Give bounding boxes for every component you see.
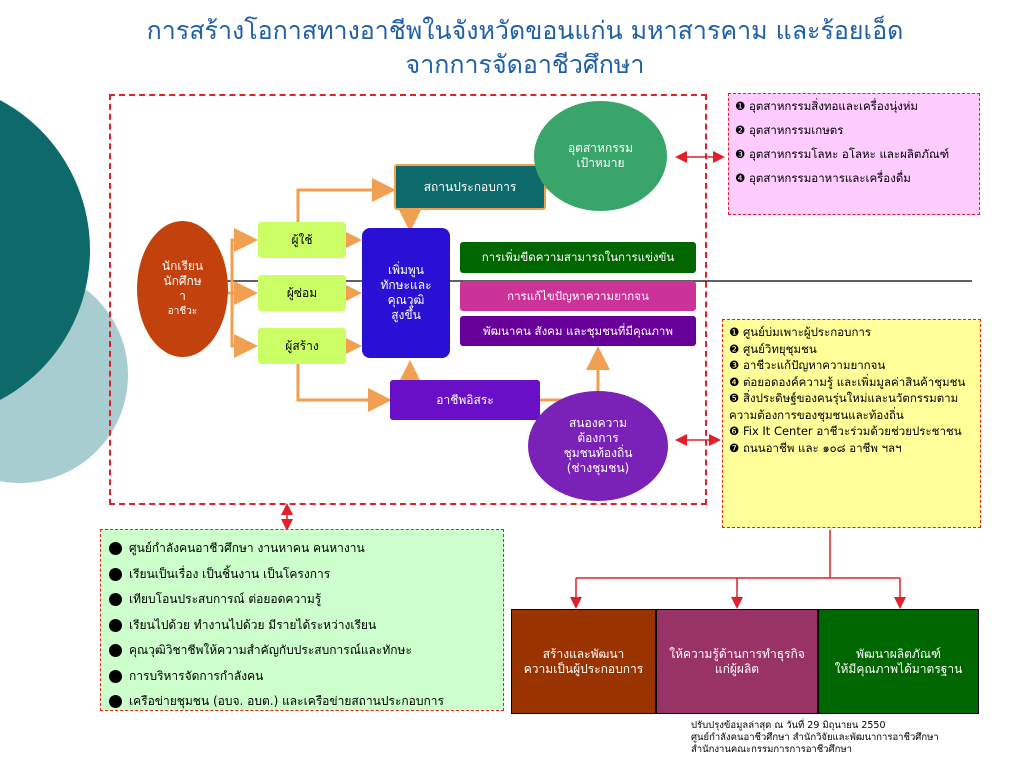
list-item: ❹ ต่อยอดองค์ความรู้ และเพิ่มมูลค่าสินค้า… — [729, 374, 966, 389]
entrepreneur-label-1: สร้างและพัฒนา — [542, 646, 625, 661]
footer-note: ปรับปรุงข้อมูลล่าสุด ณ วันที่ 29 มิถุนาย… — [691, 720, 1011, 756]
develop-people-label: พัฒนาคน สังคม และชุมชนที่มีคุณภาพ — [483, 323, 673, 338]
list-item: ❺ สิ่งประดิษฐ์ของคนรุ่นใหม่และนวัตกรรมตา… — [729, 391, 959, 422]
product-label-1: พัฒนาผลิตภัณฑ์ — [856, 646, 941, 661]
community-label-3: ชุมชนท้องถิ่น — [563, 446, 633, 460]
skills-label-1: เพิ่มพูน — [387, 263, 425, 277]
user-box: ผู้ใช้ — [258, 222, 346, 258]
student-label-4: อาชีวะ — [167, 306, 198, 317]
industry-list-box: ❶ อุตสาหกรรมสิ่งทอและเครื่องนุ่งห่ม ❷ อุ… — [728, 93, 980, 215]
list-item: เรียนไปด้วย ทำงานไปด้วย มีรายได้ระหว่างเ… — [109, 613, 495, 639]
product-development-box: พัฒนาผลิตภัณฑ์ ให้มีคุณภาพได้มาตรฐาน — [818, 609, 979, 714]
repairer-label: ผู้ซ่อม — [286, 285, 318, 300]
list-item: ❹ อุตสาหกรรมอาหารและเครื่องดื่ม — [735, 171, 911, 185]
skills-label-2: ทักษะและ — [380, 278, 432, 292]
skills-label-4: สูงขึ้น — [391, 308, 421, 322]
bullet-icon — [109, 567, 122, 581]
community-label-1: สนองความ — [568, 416, 627, 430]
list-item: ❷ อุตสาหกรรมเกษตร — [735, 123, 844, 137]
bullet-icon — [109, 669, 122, 683]
user-label: ผู้ใช้ — [291, 232, 313, 247]
target-industry-node: อุตสาหกรรม เป้าหมาย — [534, 101, 667, 211]
student-label-3: า — [179, 289, 186, 303]
list-item: ❼ ถนนอาชีพ และ ๑๐๘ อาชีพ ฯลฯ — [729, 440, 902, 455]
footer-line-3: สำนักงานคณะกรรมการการอาชีวศึกษา — [691, 744, 852, 755]
freelance-box: อาชีพอิสระ — [390, 380, 540, 420]
community-label-2: ต้องการ — [577, 431, 619, 445]
competitiveness-box: การเพิ่มขีดความสามารถในการแข่งขัน — [460, 242, 696, 273]
entrepreneur-label-2: ความเป็นผู้ประกอบการ — [523, 661, 644, 676]
workplace-label: สถานประกอบการ — [423, 179, 517, 194]
main-diagram-frame — [109, 94, 707, 505]
community-label-4: (ช่างชุมชน) — [566, 461, 630, 475]
list-item: ❸ อาชีวะแก้ปัญหาความยากจน — [729, 358, 886, 372]
bullet-icon — [109, 593, 122, 607]
center-list-box: ศูนย์กำลังคนอาชีวศึกษา งานหาคน คนหางาน เ… — [100, 529, 504, 711]
student-label-2: นักศึกษ — [163, 274, 202, 288]
target-industry-label-2: เป้าหมาย — [576, 156, 625, 170]
list-item: คุณวุฒิวิชาชีพให้ความสำคัญกับประสบการณ์แ… — [109, 638, 495, 664]
list-item: เครือข่ายชุมชน (อบจ. อบต.) และเครือข่ายส… — [109, 689, 495, 715]
list-item: ศูนย์กำลังคนอาชีวศึกษา งานหาคน คนหางาน — [109, 536, 495, 562]
list-item: ❷ ศูนย์วิทยุชุมชน — [729, 341, 817, 356]
student-label-1: นักเรียน — [161, 259, 204, 273]
title-line-1: การสร้างโอกาสทางอาชีพในจังหวัดขอนแก่น มห… — [146, 16, 904, 45]
competitiveness-label: การเพิ่มขีดความสามารถในการแข่งขัน — [481, 250, 675, 264]
list-item: ❻ Fix It Center อาชีวะร่วมด้วยช่วยประชาช… — [729, 424, 962, 438]
business-label-2: แก่ผู้ผลิต — [714, 661, 760, 676]
list-item: เทียบโอนประสบการณ์ ต่อยอดความรู้ — [109, 587, 495, 613]
student-node: นักเรียน นักศึกษ า อาชีวะ — [137, 221, 228, 357]
list-item: การบริหารจัดการกำลังคน — [109, 664, 495, 690]
list-item: เรียนเป็นเรื่อง เป็นชิ้นงาน เป็นโครงการ — [109, 562, 495, 588]
creator-label: ผู้สร้าง — [285, 338, 319, 353]
skills-label-3: คุณวุฒิ — [387, 293, 425, 307]
business-knowledge-box: ให้ความรู้ด้านการทำธุรกิจ แก่ผู้ผลิต — [656, 609, 818, 714]
repairer-box: ผู้ซ่อม — [258, 275, 346, 311]
creator-box: ผู้สร้าง — [258, 328, 346, 364]
footer-line-1: ปรับปรุงข้อมูลล่าสุด ณ วันที่ 29 มิถุนาย… — [691, 720, 886, 731]
page-title: การสร้างโอกาสทางอาชีพในจังหวัดขอนแก่น มห… — [60, 14, 990, 82]
target-industry-label-1: อุตสาหกรรม — [567, 141, 634, 155]
bullet-icon — [109, 695, 122, 709]
business-label-1: ให้ความรู้ด้านการทำธุรกิจ — [669, 646, 805, 661]
community-node: สนองความ ต้องการ ชุมชนท้องถิ่น (ช่างชุมช… — [528, 391, 668, 501]
poverty-box: การแก้ไขปัญหาความยากจน — [460, 281, 696, 311]
bullet-icon — [109, 542, 122, 556]
bullet-icon — [109, 618, 122, 632]
freelance-label: อาชีพอิสระ — [436, 392, 494, 407]
skills-node: เพิ่มพูน ทักษะและ คุณวุฒิ สูงขึ้น — [362, 228, 450, 358]
product-label-2: ให้มีคุณภาพได้มาตรฐาน — [834, 661, 963, 676]
community-list-box: ❶ ศูนย์บ่มเพาะผู้ประกอบการ ❷ ศูนย์วิทยุช… — [722, 319, 981, 528]
list-item: ❶ ศูนย์บ่มเพาะผู้ประกอบการ — [729, 325, 872, 339]
title-line-2: จากการจัดอาชีวศึกษา — [405, 50, 645, 79]
poverty-label: การแก้ไขปัญหาความยากจน — [507, 288, 649, 303]
entrepreneur-box: สร้างและพัฒนา ความเป็นผู้ประกอบการ — [511, 609, 656, 714]
footer-line-2: ศูนย์กำลังคนอาชีวศึกษา สำนักวิจัยและพัฒน… — [691, 732, 939, 743]
bullet-icon — [109, 644, 122, 658]
list-item: ❶ อุตสาหกรรมสิ่งทอและเครื่องนุ่งห่ม — [735, 99, 919, 113]
workplace-box: สถานประกอบการ — [394, 164, 546, 210]
develop-people-box: พัฒนาคน สังคม และชุมชนที่มีคุณภาพ — [460, 316, 696, 346]
list-item: ❸ อุตสาหกรรมโลหะ อโลหะ และผลิตภัณฑ์ — [735, 147, 950, 161]
